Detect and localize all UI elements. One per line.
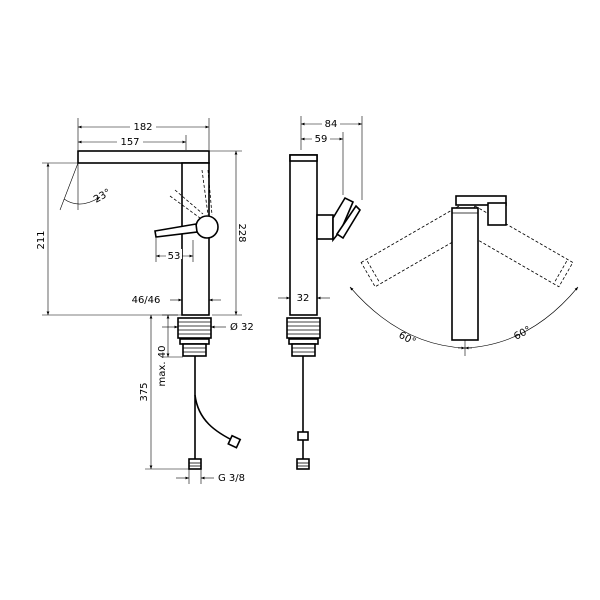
side-base-nut — [286, 317, 321, 339]
top-lever-center — [451, 207, 479, 341]
front-spout — [77, 150, 210, 164]
front-view: 182 157 23° 211 228 53 46/46 Ø — [36, 118, 254, 484]
dim-228-label: 228 — [236, 223, 247, 242]
dim-59-label: 59 — [315, 134, 328, 145]
top-view: 60° 60° — [349, 195, 579, 356]
dim-182-label: 182 — [133, 122, 152, 133]
side-view: 84 59 32 — [278, 116, 363, 470]
dim-angle-60-left-label: 60° — [397, 330, 418, 348]
dim-angle-60-right-label: 60° — [512, 325, 533, 343]
dim-211-label: 211 — [36, 230, 47, 249]
dim-g-3-8-label: G 3/8 — [218, 473, 245, 484]
dim-diameter-32-label: Ø 32 — [230, 321, 254, 333]
dim-max-40-label: max. 40 — [157, 346, 168, 387]
side-body — [289, 154, 318, 316]
dim-157-label: 157 — [120, 137, 139, 148]
side-lever-handle — [332, 196, 355, 243]
side-hose-connector — [296, 458, 310, 470]
dim-53-label: 53 — [168, 251, 181, 262]
front-base-nut — [177, 317, 212, 339]
dim-375-label: 375 — [139, 382, 150, 401]
side-lever-base — [316, 214, 334, 240]
front-hose-connector — [188, 458, 202, 470]
dim-84-label: 84 — [325, 119, 338, 130]
front-lever-handle — [154, 223, 198, 238]
dim-32-label: 32 — [297, 293, 310, 304]
front-hose-branch — [194, 394, 237, 443]
dim-angle-23-label: 23° — [92, 187, 113, 205]
front-body — [181, 162, 210, 316]
front-lever-knob — [195, 215, 219, 239]
dim-46-46-label: 46/46 — [132, 295, 161, 306]
